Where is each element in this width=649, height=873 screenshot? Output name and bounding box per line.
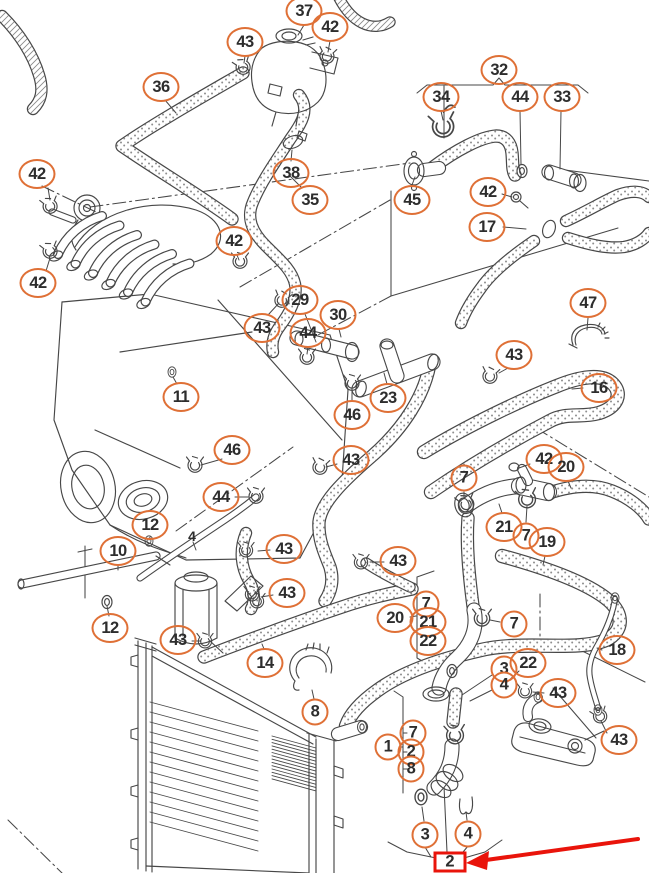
callout-19[interactable]: 19: [528, 527, 566, 557]
callout-44[interactable]: 44: [202, 482, 240, 512]
callout-42[interactable]: 42: [311, 12, 349, 42]
coolant-hoses: [0, 0, 649, 734]
callout-43[interactable]: 43: [600, 725, 638, 755]
callout-20[interactable]: 20: [547, 452, 585, 482]
callout-4[interactable]: 4: [490, 671, 518, 699]
callout-20[interactable]: 20: [376, 603, 414, 633]
callout-3[interactable]: 3: [411, 821, 439, 849]
expansion-tank: [250, 28, 339, 127]
callout-7[interactable]: 7: [450, 464, 478, 492]
radiator-core-fins: [149, 701, 317, 852]
spring-band-clip-47: [568, 322, 610, 349]
callout-43[interactable]: 43: [265, 534, 303, 564]
callout-34[interactable]: 34: [422, 82, 460, 112]
callout-46[interactable]: 46: [333, 400, 371, 430]
callout-23[interactable]: 23: [369, 383, 407, 413]
callout-17[interactable]: 17: [468, 212, 506, 242]
callout-14[interactable]: 14: [246, 648, 284, 678]
screw-clamp-38: [282, 130, 308, 150]
callout-16[interactable]: 16: [580, 373, 618, 403]
radiator-drawing: [130, 637, 344, 873]
callout-43[interactable]: 43: [379, 546, 417, 576]
callout-44[interactable]: 44: [289, 318, 327, 348]
plain-label-4: 4: [188, 528, 196, 544]
callout-32[interactable]: 32: [480, 55, 518, 85]
callout-36[interactable]: 36: [142, 72, 180, 102]
retainer-clip-8: [289, 642, 333, 691]
callout-35[interactable]: 35: [291, 185, 329, 215]
callout-8[interactable]: 8: [301, 698, 329, 726]
callout-22[interactable]: 22: [409, 626, 447, 656]
callout-30[interactable]: 30: [319, 300, 357, 330]
callout-44[interactable]: 44: [501, 82, 539, 112]
callout-43[interactable]: 43: [539, 678, 577, 708]
callout-29[interactable]: 29: [281, 285, 319, 315]
callout-12[interactable]: 12: [131, 510, 169, 540]
callout-33[interactable]: 33: [543, 82, 581, 112]
callout-45[interactable]: 45: [393, 185, 431, 215]
oil-cooler: [511, 718, 605, 767]
callout-43[interactable]: 43: [495, 340, 533, 370]
callout-43[interactable]: 43: [332, 445, 370, 475]
callout-7[interactable]: 7: [500, 610, 528, 638]
callout-47[interactable]: 47: [569, 288, 607, 318]
callout-43[interactable]: 43: [243, 313, 281, 343]
callout-11[interactable]: 11: [162, 382, 200, 412]
callout-12[interactable]: 12: [91, 613, 129, 643]
callout-42[interactable]: 42: [469, 177, 507, 207]
callout-43[interactable]: 43: [159, 625, 197, 655]
callout-10[interactable]: 10: [99, 536, 137, 566]
callout-38[interactable]: 38: [272, 158, 310, 188]
callout-42[interactable]: 42: [19, 268, 57, 298]
callout-46[interactable]: 46: [213, 435, 251, 465]
callout-8[interactable]: 8: [397, 755, 425, 783]
highlighted-callout-2[interactable]: 2: [433, 851, 467, 873]
intake-runners: [48, 211, 195, 310]
callout-42[interactable]: 42: [18, 159, 56, 189]
callout-43[interactable]: 43: [226, 27, 264, 57]
callout-42[interactable]: 42: [215, 226, 253, 256]
engine-drawing: [48, 194, 349, 561]
callout-43[interactable]: 43: [268, 578, 306, 608]
callout-4[interactable]: 4: [454, 820, 482, 848]
callout-18[interactable]: 18: [598, 635, 636, 665]
red-arrow: [466, 837, 640, 870]
